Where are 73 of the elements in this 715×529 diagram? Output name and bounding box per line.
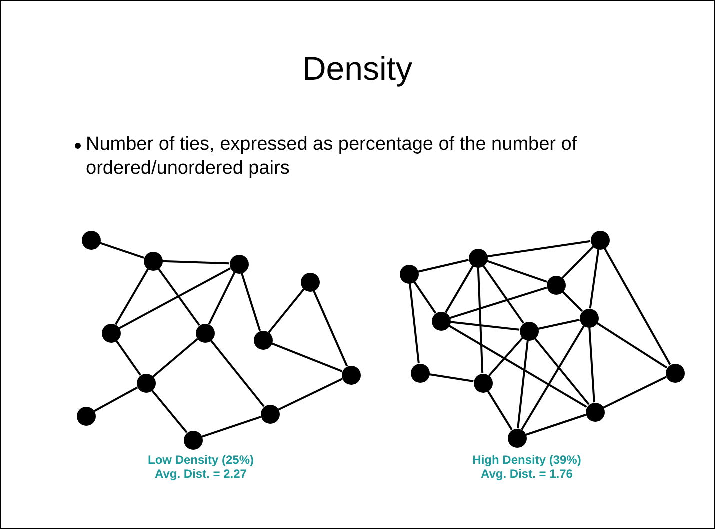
tie-line	[409, 283, 420, 364]
network-node	[474, 374, 492, 392]
tie-line	[596, 322, 668, 369]
tie-line	[488, 337, 524, 377]
network-node	[590, 230, 610, 250]
tie-line	[208, 272, 236, 325]
tie-line	[114, 268, 150, 326]
tie-line	[152, 338, 198, 378]
graph-caption: Low Density (25%)	[146, 453, 256, 467]
network-node	[468, 248, 488, 268]
tie-line	[521, 326, 585, 430]
tie-line	[534, 338, 590, 406]
tie-line	[517, 340, 529, 429]
tie-line	[429, 374, 474, 382]
tie-line	[562, 246, 594, 279]
tie-line	[526, 414, 586, 436]
tie-line	[538, 319, 580, 330]
tie-line	[588, 327, 596, 403]
network-node	[82, 230, 100, 250]
network-node	[508, 428, 526, 448]
network-node	[410, 364, 430, 382]
tie-line	[210, 340, 265, 408]
tie-line	[118, 268, 232, 330]
tie-line	[487, 240, 591, 258]
tie-line	[604, 248, 672, 366]
tie-line	[477, 267, 484, 374]
graph-caption: Avg. Dist. = 1.76	[480, 467, 574, 481]
network-node	[586, 402, 604, 422]
tie-line	[450, 286, 548, 320]
tie-line	[603, 376, 667, 409]
network-node	[254, 330, 272, 350]
graph-caption: Avg. Dist. = 2.27	[154, 467, 248, 481]
network-node	[136, 374, 156, 392]
network-node	[520, 322, 538, 340]
network-node	[432, 312, 450, 330]
network-node	[546, 276, 566, 294]
network-node	[230, 254, 248, 274]
network-node	[300, 272, 320, 292]
tie-line	[482, 265, 524, 324]
slide-title: Density	[301, 49, 414, 89]
graph-caption: High Density (39%)	[472, 453, 582, 467]
tie-line	[589, 249, 600, 309]
tie-line	[94, 386, 138, 412]
bullet-text: Number of ties, expressed as percentage of the number of ordered/unordered pairs	[86, 133, 578, 181]
tie-line	[486, 260, 548, 283]
network-node	[196, 324, 214, 342]
tie-line	[271, 342, 343, 372]
tie-line	[450, 321, 520, 331]
network-node	[184, 430, 202, 450]
network-node	[666, 364, 684, 382]
tie-line	[312, 290, 348, 367]
tie-line	[202, 416, 262, 438]
network-node	[400, 264, 418, 284]
tie-line	[162, 260, 230, 265]
tie-line	[418, 259, 469, 273]
tie-line	[444, 266, 474, 314]
tie-line	[562, 291, 583, 312]
network-node	[144, 252, 162, 270]
network-node	[260, 404, 280, 424]
tie-line	[414, 281, 436, 314]
network-node	[342, 366, 360, 384]
tie-line	[116, 340, 142, 376]
tie-line	[100, 242, 144, 259]
tie-line	[240, 272, 262, 332]
tie-line	[487, 390, 513, 430]
tie-line	[268, 288, 305, 334]
tie-line	[278, 378, 343, 411]
tie-line	[448, 324, 588, 408]
tie-line	[151, 390, 188, 434]
network-node	[580, 308, 598, 328]
tie-line	[158, 268, 200, 326]
network-node	[76, 406, 96, 426]
network-node	[102, 324, 120, 342]
